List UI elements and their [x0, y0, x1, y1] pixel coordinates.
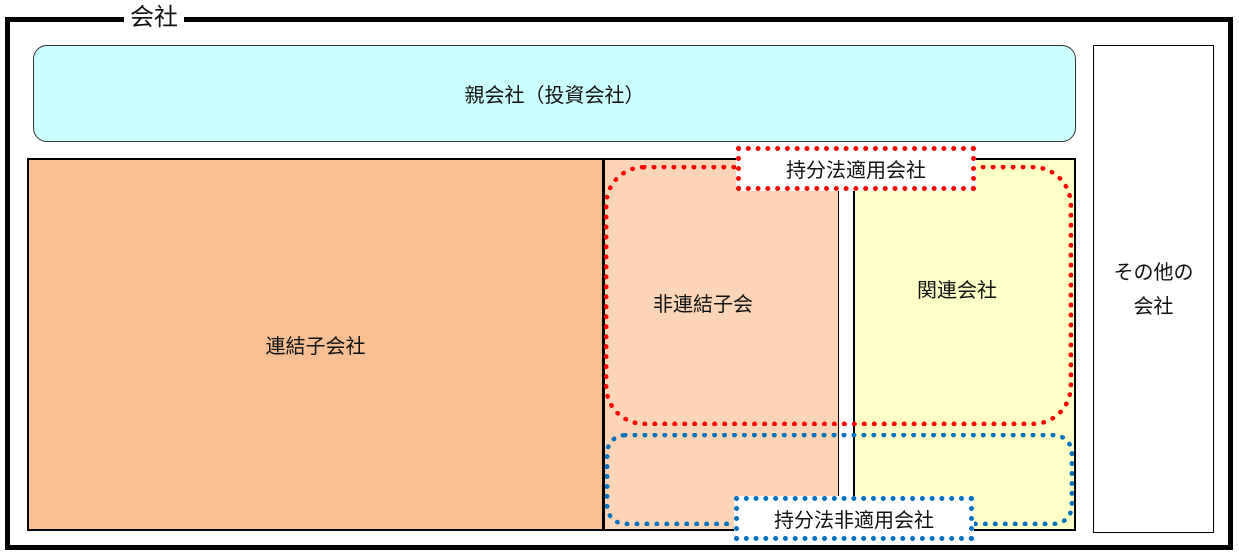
nonconsolidated-subsidiary-label: 非連結子会 [653, 292, 753, 316]
consolidated-subsidiary-box: 連結子会社 [27, 158, 604, 531]
diagram-title: 会社 [124, 2, 184, 32]
nonconsolidated-subsidiary-box: 非連結子会 [603, 158, 840, 531]
equity-method-applied-label: 持分法適用会社 [786, 158, 926, 182]
equity-method-applied-outline [604, 165, 1073, 426]
other-companies-box: その他の会社 [1093, 45, 1214, 533]
equity-method-applied-label-box: 持分法適用会社 [736, 146, 976, 191]
other-companies-label-2: 会社 [1133, 294, 1174, 318]
equity-method-not-applied-label-box: 持分法非適用会社 [734, 496, 974, 541]
equity-method-not-applied-label: 持分法非適用会社 [774, 508, 934, 532]
parent-company-box: 親会社（投資会社） [33, 45, 1076, 142]
company-frame [5, 17, 1233, 550]
related-company-box: 関連会社 [853, 158, 1076, 531]
related-company-label: 関連会社 [917, 278, 997, 302]
other-companies-label-1: その他の [1113, 260, 1194, 284]
consolidated-subsidiary-label: 連結子会社 [265, 334, 366, 358]
parent-company-label: 親会社（投資会社） [464, 83, 645, 107]
